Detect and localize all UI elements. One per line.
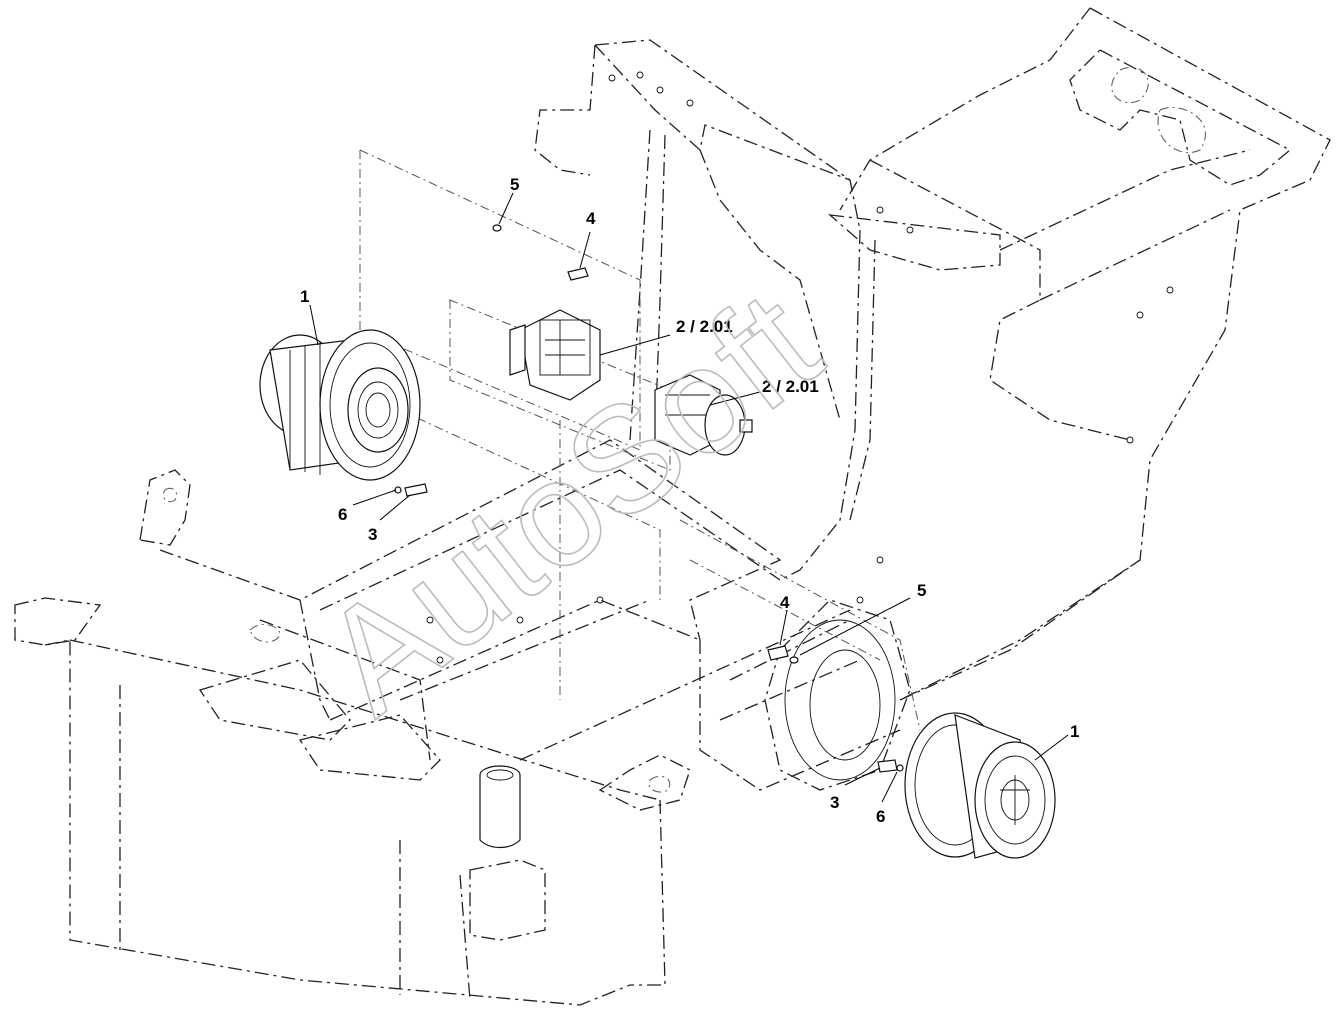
callout-2-lower: 2 / 2.01 xyxy=(762,377,819,396)
post xyxy=(479,765,521,849)
travel-motor-lower xyxy=(654,374,753,456)
bolt-3-right xyxy=(877,759,898,773)
leader-lines xyxy=(309,192,1069,803)
mounting-ring-right xyxy=(764,599,911,791)
final-drive-right xyxy=(904,712,1056,859)
frame-outline xyxy=(14,7,1331,1006)
hardware xyxy=(394,224,904,773)
washer-6-right xyxy=(896,764,904,772)
callout-4-upper: 4 xyxy=(586,209,596,228)
callout-6-left: 6 xyxy=(338,505,347,524)
callout-4-lower: 4 xyxy=(780,593,790,612)
nut-5-lower xyxy=(789,656,799,664)
final-drive-left xyxy=(259,329,421,481)
callout-1-left: 1 xyxy=(300,287,309,306)
bolt-3-left xyxy=(404,483,428,497)
frame-holes xyxy=(426,71,1174,664)
bolt-4-lower xyxy=(767,645,789,661)
callout-5-upper: 5 xyxy=(510,175,519,194)
callouts: 1 1 2 / 2.01 2 / 2.01 3 3 4 4 5 5 6 6 xyxy=(300,175,1079,826)
callout-3-right: 3 xyxy=(830,793,839,812)
callout-6-right: 6 xyxy=(876,807,885,826)
callout-5-lower: 5 xyxy=(917,581,926,600)
travel-motor-upper xyxy=(509,309,601,401)
callout-2-upper: 2 / 2.01 xyxy=(676,317,733,336)
callout-3-left: 3 xyxy=(368,525,377,544)
callout-1-right: 1 xyxy=(1070,722,1079,741)
nut-5-upper xyxy=(492,224,502,232)
bolt-4-upper xyxy=(567,267,589,281)
